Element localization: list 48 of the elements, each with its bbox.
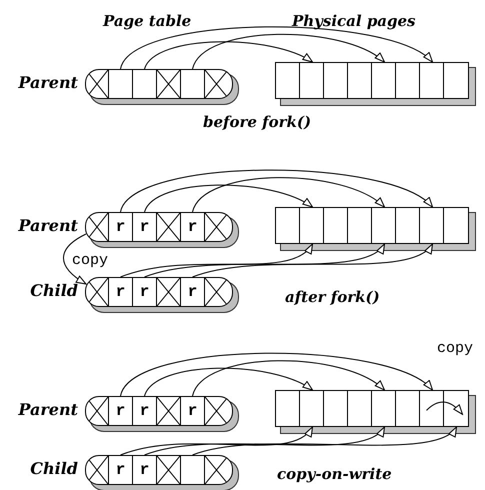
caption-text: before fork() <box>203 113 312 131</box>
arrow <box>192 426 457 456</box>
crossed-cell <box>156 70 180 98</box>
arrow <box>144 426 385 456</box>
crossed-cell <box>204 397 228 425</box>
crossed-cell <box>204 213 228 241</box>
table-entry-cell: r <box>132 456 156 484</box>
table-entry-cell: r <box>180 278 204 306</box>
arrow <box>192 244 433 278</box>
edge-label: copy <box>437 340 474 357</box>
table-entry-cell: r <box>108 278 132 306</box>
edge-label: copy <box>72 252 108 269</box>
process-label: Parent <box>18 400 78 419</box>
table-entry-cell: r <box>108 397 132 425</box>
crossed-cell <box>204 456 228 484</box>
crossed-cell <box>204 278 228 306</box>
arrow <box>120 352 433 396</box>
arrow <box>63 234 86 284</box>
arrow <box>192 177 385 212</box>
table-entry-cell: r <box>180 397 204 425</box>
crossed-cell <box>156 278 180 306</box>
table-entry-cell: r <box>132 213 156 241</box>
arrow <box>120 170 433 212</box>
arrow <box>144 41 313 70</box>
arrow <box>144 244 385 278</box>
arrow <box>192 34 385 70</box>
process-label: Parent <box>18 216 78 235</box>
crossed-cell <box>156 213 180 241</box>
arrow <box>144 368 313 396</box>
caption-text: Page table <box>103 12 192 30</box>
caption-text: after fork() <box>285 288 380 306</box>
crossed-cell <box>156 397 180 425</box>
table-entry-cell: r <box>180 213 204 241</box>
table-entry-cell: r <box>132 397 156 425</box>
table-entry-cell: r <box>108 456 132 484</box>
arrow <box>144 184 313 212</box>
table-entry-cell: r <box>132 278 156 306</box>
table-entry-cell: r <box>108 213 132 241</box>
caption-text: copy-on-write <box>277 465 392 483</box>
arrow <box>192 360 385 396</box>
crossed-cell <box>156 456 180 484</box>
process-label: Child <box>30 459 78 478</box>
arrow <box>426 402 463 415</box>
caption-text: Physical pages <box>292 12 416 30</box>
process-label: Child <box>30 281 78 300</box>
process-label: Parent <box>18 73 78 92</box>
crossed-cell <box>204 70 228 98</box>
arrow <box>120 26 433 70</box>
